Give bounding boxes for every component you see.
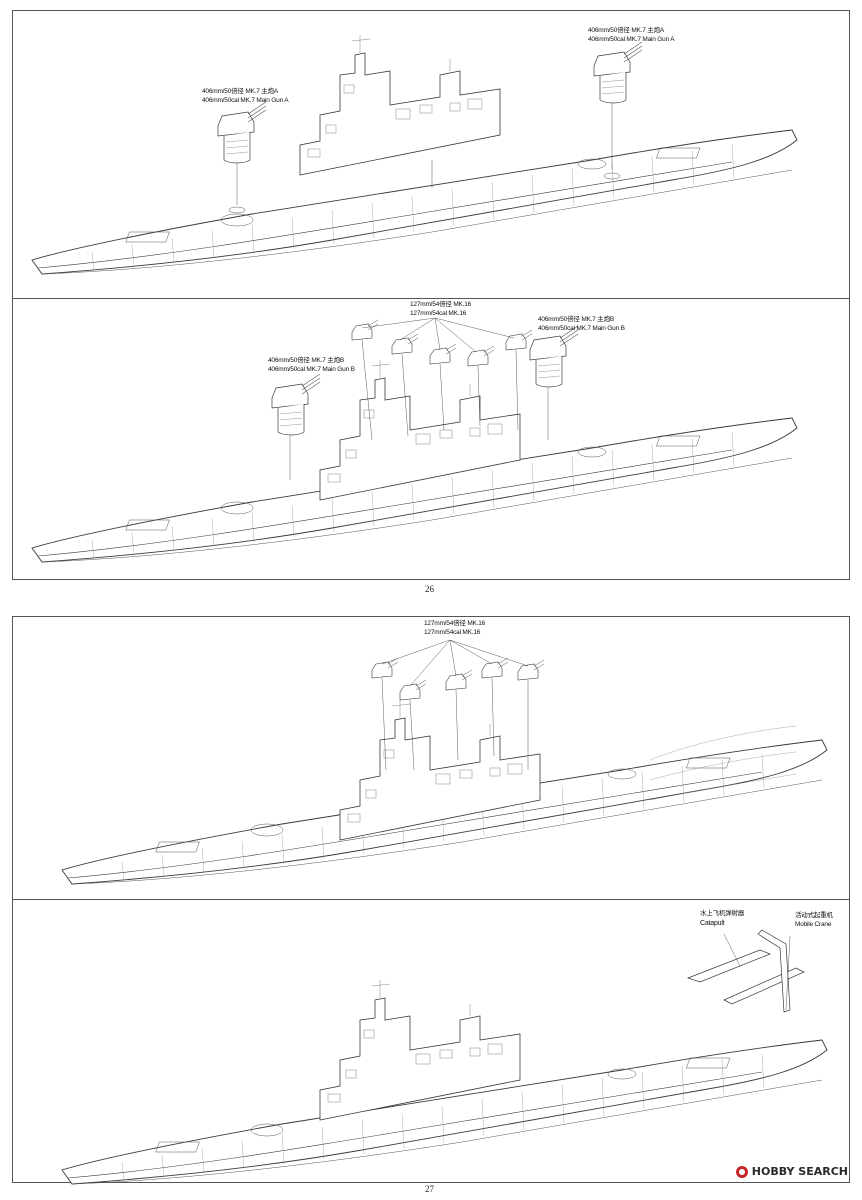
secondary-gun-label-cn: 127mm/54倍径 MK.16 — [410, 301, 472, 308]
secondary-gun-label-en: 127mm/54cal MK.16 — [410, 310, 467, 317]
gun-a-left-label-en: 406mm/50cal MK.7 Main Gun A — [202, 97, 289, 104]
gun-b-left-label-en: 406mm/50cal MK.7 Main Gun B — [268, 366, 355, 373]
ship-step-4 — [61, 929, 828, 1185]
secondary-gun-label-en-2: 127mm/54cal MK.16 — [424, 629, 481, 636]
hobby-search-logo-icon — [735, 1165, 748, 1178]
page-number-bottom: 27 — [425, 1184, 434, 1194]
secondary-gun-label-cn-2: 127mm/54倍径 MK.16 — [424, 620, 486, 627]
gun-a-right-label-cn: 406mm/50倍径 MK.7 主炮A — [588, 27, 665, 34]
watermark: HOBBY SEARCH — [735, 1165, 848, 1178]
gun-b-right-label-cn: 406mm/50倍径 MK.7 主炮B — [538, 316, 615, 323]
ship-step-1 — [31, 34, 798, 275]
gun-a-right-label-en: 406mm/50cal MK.7 Main Gun A — [588, 36, 675, 43]
catapult-label-en: Catapult — [700, 920, 725, 927]
gun-b-left-label-cn: 406mm/50倍径 MK.7 主炮B — [268, 357, 345, 364]
page-number-top: 26 — [425, 584, 434, 594]
gun-a-left-label-cn: 406mm/50倍径 MK.7 主炮A — [202, 88, 279, 95]
crane-label-en: Mobile Crane — [795, 921, 832, 928]
catapult-label-cn: 水上飞机弹射器 — [700, 910, 745, 917]
watermark-brand: HOBBY SEARCH — [751, 1165, 848, 1178]
ship-step-2 — [31, 317, 798, 563]
ship-step-3 — [61, 639, 828, 885]
crane-label-cn: 活动式起重机 — [795, 912, 833, 919]
gun-b-right-label-en: 406mm/50cal MK.7 Main Gun B — [538, 325, 625, 332]
